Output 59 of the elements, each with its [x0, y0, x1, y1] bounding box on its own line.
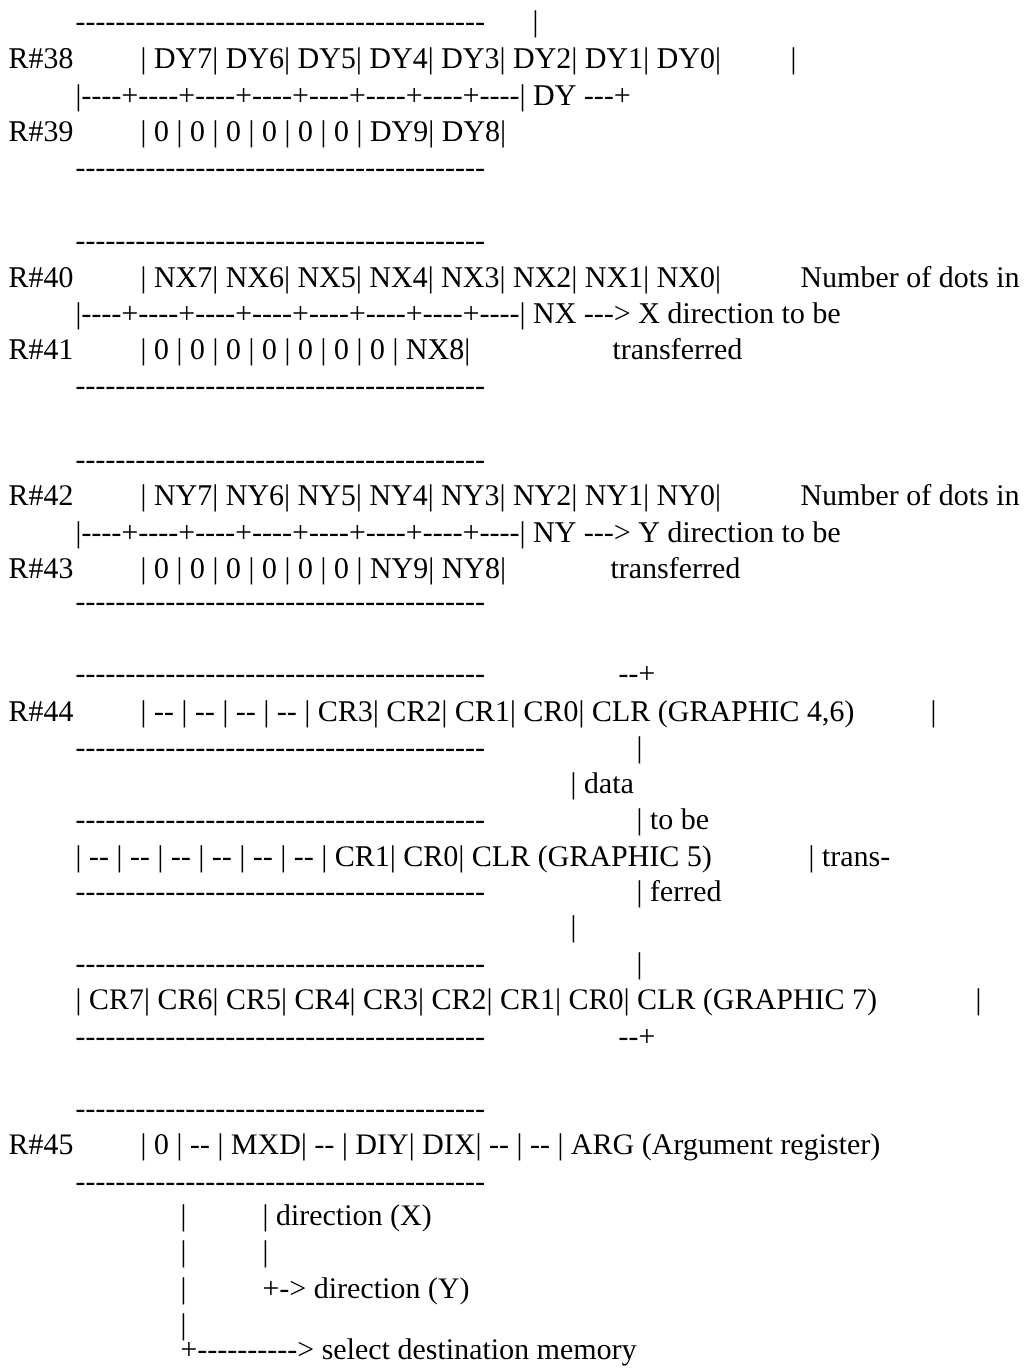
text-line: | CR7| CR6| CR5| CR4| CR3| CR2| CR1| CR0| CLR (GRAPHIC 7) — [77, 988, 876, 1016]
text-line: |----+----+----+----+----+----+----+----| NY ---> Y direction to be — [77, 521, 840, 549]
text-line: | trans- — [810, 845, 890, 873]
text-line: | — [182, 1204, 185, 1232]
text-line: | NX7| NX6| NX5| NX4| NX3| NX2| NX1| NX0| — [142, 266, 719, 294]
text-line: ----------------------------------------- — [76, 1109, 484, 1113]
text-line: | -- | -- | -- | -- | -- | -- | CR1| CR0| CLR (GRAPHIC 5) — [77, 845, 711, 873]
text-line: ----------------------------------------- — [76, 1037, 484, 1041]
text-line: ----------------------------------------- — [76, 241, 484, 245]
text-line: | 0 | -- | MXD| -- | DIY| DIX| -- | -- | ARG (Argument register) — [142, 1133, 879, 1161]
text-line: | direction (X) — [264, 1204, 431, 1232]
text-line: R#39 — [9, 121, 73, 142]
text-line: | — [932, 700, 935, 728]
text-line: |----+----+----+----+----+----+----+----| DY ---+ — [77, 84, 630, 112]
text-line: | — [182, 1313, 185, 1341]
text-line: Number of dots in — [801, 265, 1020, 288]
text-line: ----------------------------------------- — [76, 674, 484, 678]
text-line: | 0 | 0 | 0 | 0 | 0 | 0 | 0 | NX8| — [142, 338, 468, 366]
text-line: | -- | -- | -- | -- | CR3| CR2| CR1| CR0| CLR (GRAPHIC 4,6) — [142, 700, 854, 728]
text-line: | — [182, 1277, 185, 1305]
text-line: R#41 — [9, 339, 72, 359]
text-line: | to be — [638, 808, 708, 836]
text-line: transferred — [610, 556, 740, 579]
text-line: Number of dots in — [801, 483, 1020, 506]
text-line: |----+----+----+----+----+----+----+----| NX ---> X direction to be — [77, 302, 840, 330]
text-line: ----------------------------------------- — [76, 22, 484, 26]
text-line: +-> direction (Y) — [263, 1277, 469, 1305]
text-line: R#40 — [9, 267, 73, 288]
text-line: --+ — [619, 1029, 654, 1044]
text-line: | — [264, 1240, 267, 1268]
text-line: R#38 — [9, 48, 73, 69]
text-line: --+ — [619, 666, 654, 681]
text-line: R#43 — [9, 558, 73, 579]
text-line: | — [977, 988, 980, 1016]
text-line: R#42 — [9, 485, 72, 505]
text-line: | NY7| NY6| NY5| NY4| NY3| NY2| NY1| NY0| — [142, 484, 719, 512]
text-line: ----------------------------------------- — [76, 748, 484, 752]
text-line: transferred — [612, 337, 742, 360]
text-line: ----------------------------------------- — [76, 820, 484, 824]
text-line: | — [182, 1240, 185, 1268]
text-line: ----------------------------------------- — [76, 1182, 484, 1186]
text-line: | data — [572, 772, 634, 800]
text-line: | — [638, 736, 641, 764]
text-line: ----------------------------------------- — [76, 602, 484, 606]
text-line: | 0 | 0 | 0 | 0 | 0 | 0 | NY9| NY8| — [142, 557, 504, 585]
text-line: | ferred — [638, 879, 722, 908]
text-line: ----------------------------------------- — [76, 168, 484, 172]
text-line: | 0 | 0 | 0 | 0 | 0 | 0 | DY9| DY8| — [142, 120, 504, 148]
text-line: | — [534, 10, 537, 38]
text-line: ----------------------------------------- — [76, 892, 484, 896]
text-line: ----------------------------------------- — [76, 964, 484, 968]
text-line: | DY7| DY6| DY5| DY4| DY3| DY2| DY1| DY0| — [142, 47, 719, 75]
text-line: R#44 — [9, 701, 73, 721]
text-line: ----------------------------------------- — [76, 460, 484, 464]
text-line: ----------------------------------------- — [76, 386, 484, 390]
text-line: | — [638, 952, 641, 980]
text-line: | — [572, 915, 575, 943]
text-line: R#45 — [9, 1134, 73, 1155]
text-line: | — [792, 47, 795, 75]
